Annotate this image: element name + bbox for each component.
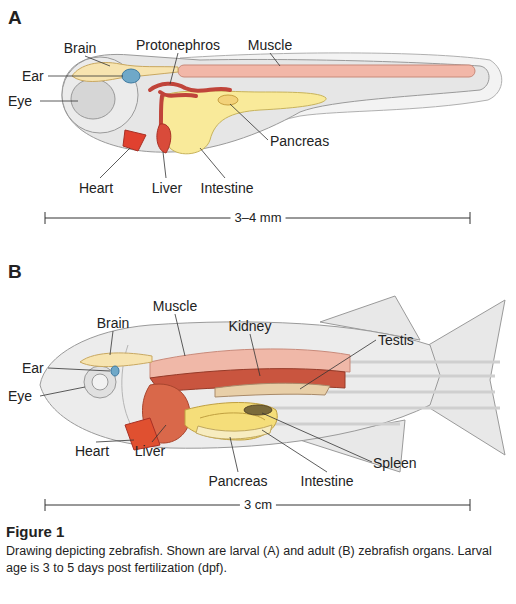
larva-ear [122, 69, 140, 83]
leader-line [175, 314, 185, 356]
figure-caption: Drawing depicting zebrafish. Shown are l… [6, 543, 511, 577]
leader-line [270, 53, 280, 66]
larva-pancreas [218, 95, 238, 105]
dimension-tick [470, 499, 471, 511]
organ-label: Kidney [229, 318, 272, 334]
larva-muscle [178, 65, 475, 77]
organ-label: Spleen [373, 455, 417, 471]
organ-label: Pancreas [270, 133, 329, 149]
leader-line [152, 425, 166, 442]
organ-label: Liver [135, 443, 165, 459]
organ-label: Heart [75, 443, 109, 459]
dimension-tick [45, 499, 46, 511]
dimension-tick [45, 212, 46, 224]
leader-lines [40, 53, 280, 178]
organ-label: Ear [22, 68, 44, 84]
adult-pupil [92, 374, 108, 390]
organ-label: Pancreas [208, 473, 267, 489]
larva-heart [123, 130, 146, 151]
leader-line [85, 56, 110, 66]
leader-line [262, 413, 372, 462]
leader-line [48, 76, 123, 77]
organ-label: Brain [64, 40, 97, 56]
leader-line [48, 368, 110, 371]
adult [40, 296, 505, 511]
leader-line [230, 104, 268, 140]
leader-line [262, 430, 327, 472]
leader-line [200, 148, 225, 178]
organ-label: Brain [97, 315, 130, 331]
dimension-label: 3–4 mm [231, 210, 286, 226]
organ-label: Liver [152, 180, 182, 196]
dimension-label: 3 cm [240, 497, 276, 513]
organ-label: Eye [8, 388, 32, 404]
adult-spleen [244, 405, 272, 415]
organ-label: Protonephros [136, 37, 220, 53]
leader-line [100, 148, 130, 178]
organ-label: Ear [22, 360, 44, 376]
leader-line [110, 331, 113, 355]
figure-title: Figure 1 [6, 523, 64, 540]
stripe [260, 407, 500, 410]
organ-label: Heart [79, 180, 113, 196]
leader-line [96, 440, 134, 442]
larva [40, 53, 502, 224]
organ-label: Testis [378, 332, 414, 348]
leader-line [40, 101, 78, 102]
leader-line [250, 334, 260, 376]
leader-line [40, 387, 85, 396]
adult-intestine [185, 403, 277, 441]
organ-label: Eye [8, 93, 32, 109]
organ-label: Intestine [201, 180, 254, 196]
panel-letter: A [8, 8, 22, 28]
adult-testis [215, 383, 330, 397]
larva-eye [71, 79, 115, 119]
leader-line [230, 437, 238, 472]
dimension-tick [470, 212, 471, 224]
leader-line [300, 340, 376, 389]
larva-liver [157, 124, 171, 153]
adult-pancreas [196, 425, 272, 439]
leader-lines [40, 314, 376, 472]
adult-body [40, 322, 440, 448]
adult-brain [80, 353, 152, 367]
organ-label: Muscle [153, 298, 197, 314]
adult-ear [111, 366, 119, 376]
organ-label: Intestine [301, 473, 354, 489]
leader-line [163, 152, 166, 178]
panel-letter: B [8, 262, 22, 282]
leader-line [170, 53, 178, 84]
organ-label: Muscle [248, 37, 292, 53]
